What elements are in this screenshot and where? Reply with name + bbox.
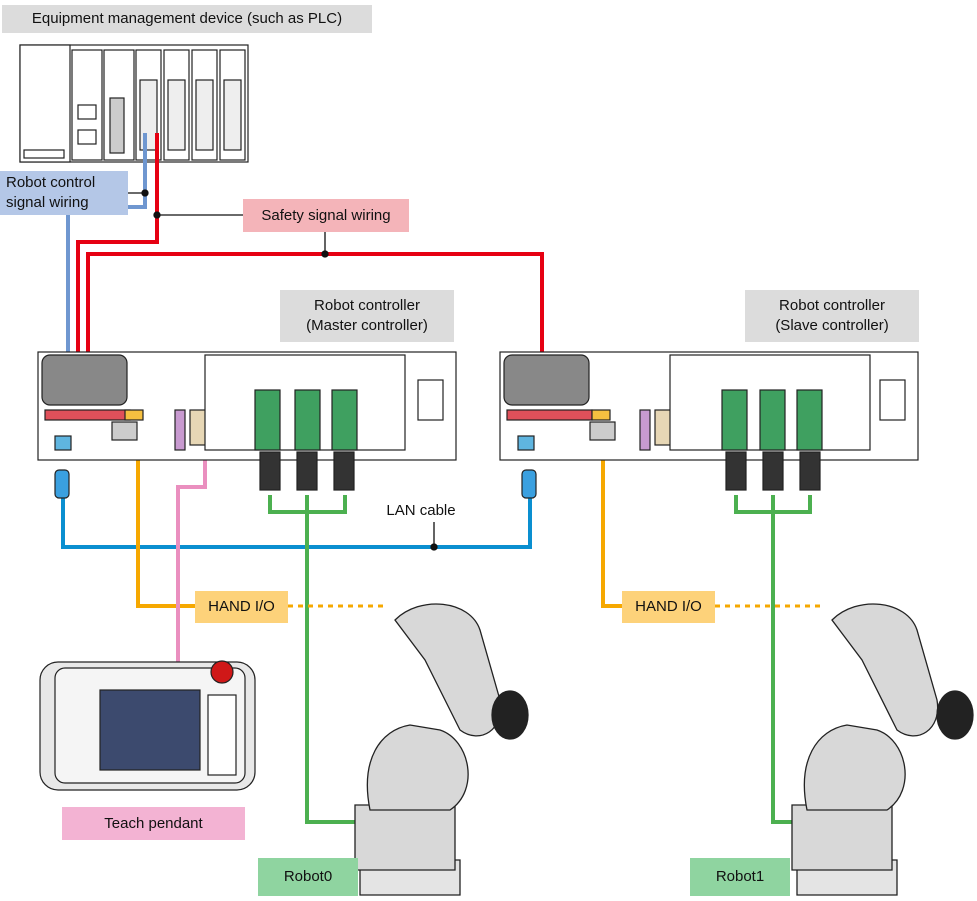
robot0-wire (268, 495, 360, 824)
slave-controller (499, 351, 919, 499)
master-controller-label: Robot controller (Master controller) (280, 290, 454, 342)
robot1-arm (791, 603, 974, 896)
pendant-wire (176, 440, 207, 666)
plc-device (19, 44, 249, 163)
teach-pendant-device (39, 660, 256, 791)
safety-wire-slave (86, 252, 544, 355)
hand-io-label-1: HAND I/O (622, 591, 715, 623)
teach-pendant-label: Teach pendant (62, 807, 245, 840)
robot1-wire (734, 495, 812, 824)
safety-signal-label: Safety signal wiring (243, 199, 409, 232)
lan-cable-label: LAN cable (386, 502, 456, 519)
robot0-arm (354, 603, 529, 896)
robot0-label: Robot0 (258, 858, 358, 896)
master-controller (37, 351, 457, 499)
lan-wire (61, 495, 532, 549)
safety-wire-master (76, 133, 159, 355)
robot-control-signal-label: Robot control signal wiring (0, 171, 128, 215)
hand-io-wire-1 (601, 430, 622, 608)
robot1-label: Robot1 (690, 858, 790, 896)
hand-io-label-0: HAND I/O (195, 591, 288, 623)
slave-controller-label: Robot controller (Slave controller) (745, 290, 919, 342)
plc-label: Equipment management device (such as PLC… (2, 5, 372, 33)
